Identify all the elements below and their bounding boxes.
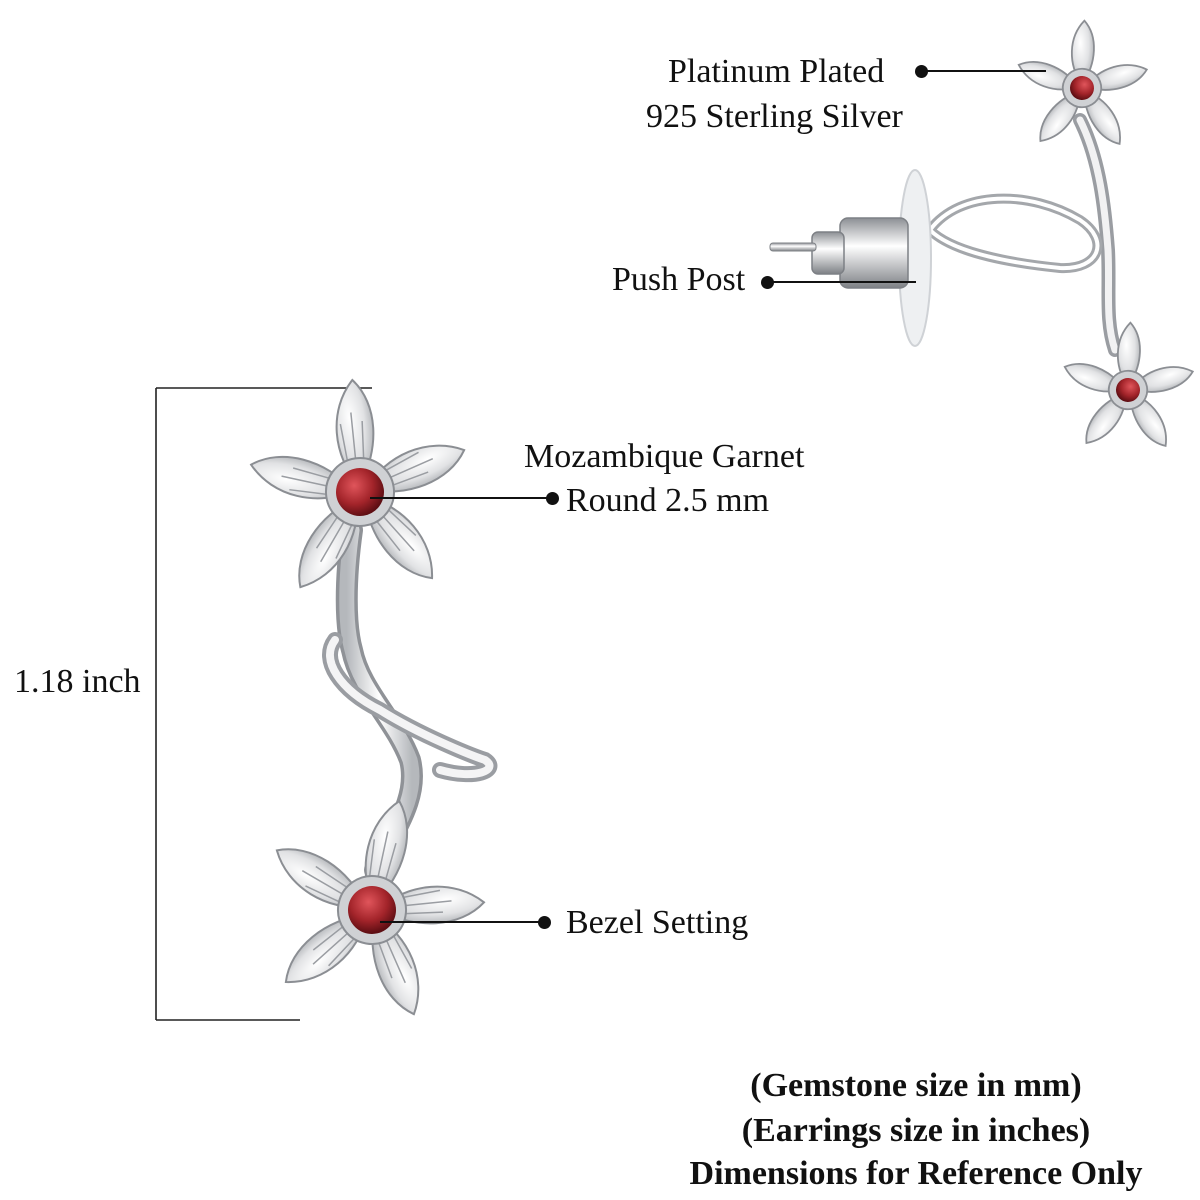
material-label-line1: Platinum Plated xyxy=(668,53,885,90)
callout-dot-setting xyxy=(538,916,551,929)
side-earring xyxy=(769,1,1200,477)
material-label-line2: 925 Sterling Silver xyxy=(646,98,903,135)
callout-dot-post xyxy=(761,276,774,289)
setting-label: Bezel Setting xyxy=(566,904,749,941)
main-earring xyxy=(233,364,505,1033)
leader-lines xyxy=(370,70,1046,923)
note-earring-size: (Earrings size in inches) xyxy=(741,1112,1091,1149)
height-dimension-label: 1.18 inch xyxy=(14,663,141,700)
top-flower xyxy=(233,364,488,612)
note-reference-only: Dimensions for Reference Only xyxy=(689,1155,1143,1192)
gem-label-line2: Round 2.5 mm xyxy=(566,482,770,519)
dimension-bracket xyxy=(155,387,372,1021)
bottom-flower xyxy=(243,779,505,1033)
note-gemstone-size: (Gemstone size in mm) xyxy=(750,1067,1082,1104)
callout-dot-gem xyxy=(546,492,559,505)
gem-label-line1: Mozambique Garnet xyxy=(524,438,805,475)
garnet-stone-top xyxy=(336,468,384,516)
post-label: Push Post xyxy=(612,261,746,298)
callout-dot-material xyxy=(915,65,928,78)
